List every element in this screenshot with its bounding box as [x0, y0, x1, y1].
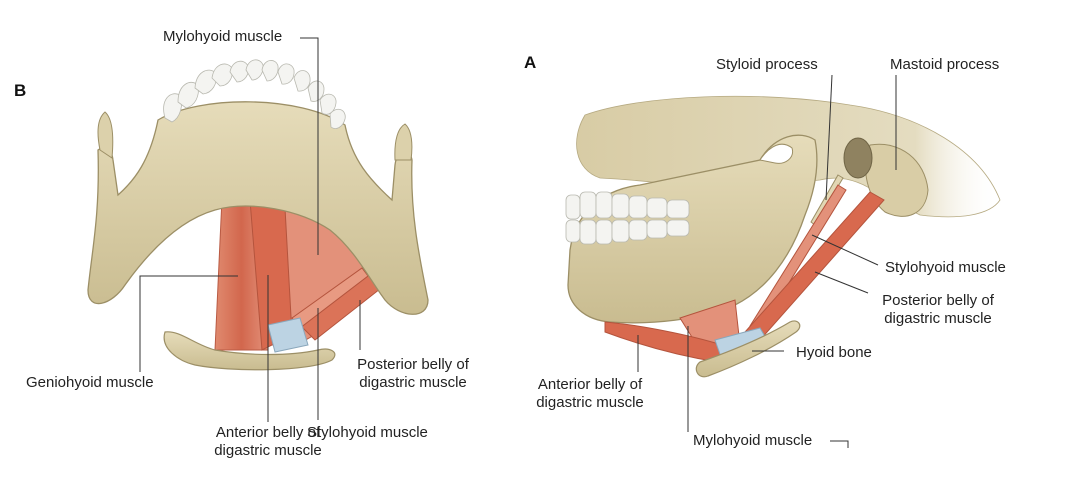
panel-b-illustration	[87, 59, 429, 371]
label-a-anterior-line2: digastric muscle	[536, 394, 644, 411]
leader-b-geniohyoid	[139, 275, 238, 372]
label-b-posterior-belly: Posterior belly of digastric muscle	[348, 356, 478, 392]
label-a-anterior-belly: Anterior belly of digastric muscle	[520, 376, 660, 412]
b-teeth	[163, 59, 346, 129]
label-b-anterior-line1: Anterior belly of	[215, 424, 321, 441]
leader-a-styloid	[825, 74, 833, 201]
label-a-anterior-line1: Anterior belly of	[537, 376, 643, 393]
leader-a-stylohyoid	[811, 234, 879, 266]
leader-lines	[139, 37, 897, 448]
a-mandibular-notch	[759, 143, 794, 164]
label-a-posterior-line2: digastric muscle	[884, 310, 992, 327]
a-teeth	[565, 191, 690, 245]
label-b-posterior-line2: digastric muscle	[359, 374, 467, 391]
label-b-anterior-belly: Anterior belly of digastric muscle	[146, 424, 390, 460]
leader-b-mylohyoid	[300, 37, 319, 255]
b-coronoid-right	[394, 123, 413, 161]
label-a-mastoid: Mastoid process	[890, 56, 1000, 73]
leader-a-posterior	[814, 271, 869, 294]
label-a-posterior-line1: Posterior belly of	[882, 292, 994, 309]
a-hyoid-bone	[695, 320, 801, 378]
label-a-hyoid: Hyoid bone	[796, 344, 872, 361]
label-b-mylohyoid: Mylohyoid muscle	[163, 28, 283, 45]
panel-label-b: B	[14, 81, 27, 100]
label-a-mylohyoid: Mylohyoid muscle	[693, 432, 813, 449]
b-hyoid-bone	[163, 331, 336, 371]
b-intermediate-tendon	[267, 317, 309, 353]
label-b-posterior-line1: Posterior belly of	[357, 356, 469, 373]
label-a-stylohyoid: Stylohyoid muscle	[885, 259, 1006, 276]
b-mandible	[87, 101, 429, 315]
label-b-geniohyoid: Geniohyoid muscle	[26, 374, 154, 391]
a-ear-canal	[843, 137, 873, 179]
panel-a-illustration	[565, 95, 1001, 378]
panel-label-a: A	[524, 53, 537, 72]
label-a-posterior-belly: Posterior belly of digastric muscle	[868, 292, 1008, 328]
leader-a-mylohyoid-tick	[830, 440, 849, 448]
label-b-stylohyoid: Stylohyoid muscle	[307, 424, 428, 441]
label-a-styloid: Styloid process	[716, 56, 818, 73]
b-coronoid-left	[97, 111, 114, 159]
label-b-anterior-line2: digastric muscle	[214, 442, 322, 459]
